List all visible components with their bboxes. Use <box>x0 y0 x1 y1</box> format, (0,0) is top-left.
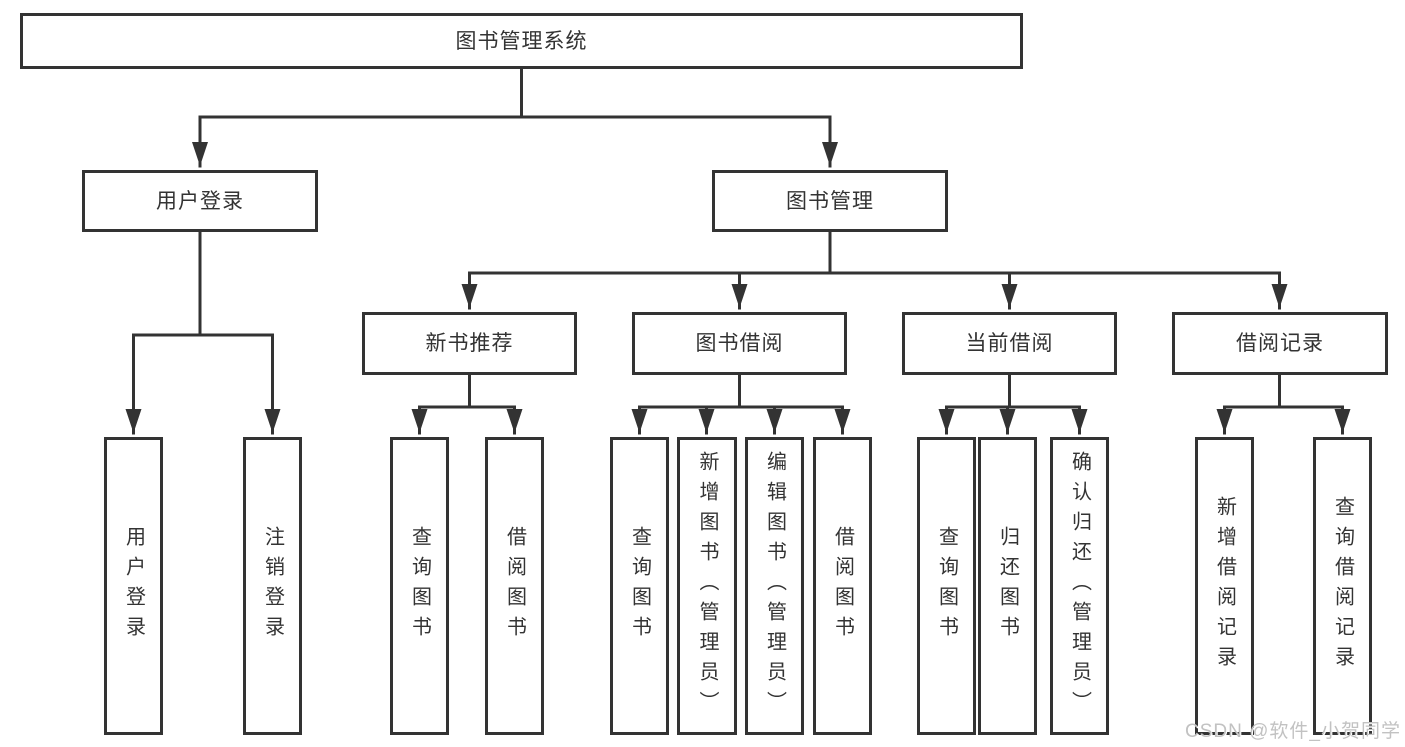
leaf-edit-books-admin: 编辑图书（管理员） <box>745 437 804 735</box>
node-book-management: 图书管理 <box>712 170 948 232</box>
node-borrowing-records: 借阅记录 <box>1172 312 1388 375</box>
leaf-query-books-borrowing: 查询图书 <box>610 437 669 735</box>
leaf-confirm-return-admin: 确认归还（管理员） <box>1050 437 1109 735</box>
leaf-query-books-recommend: 查询图书 <box>390 437 449 735</box>
leaf-user-login: 用户登录 <box>104 437 163 735</box>
node-root-library-management-system: 图书管理系统 <box>20 13 1023 69</box>
node-book-borrowing: 图书借阅 <box>632 312 847 375</box>
leaf-add-books-admin: 新增图书（管理员） <box>677 437 737 735</box>
leaf-logout: 注销登录 <box>243 437 302 735</box>
leaf-borrow-books-recommend: 借阅图书 <box>485 437 544 735</box>
csdn-watermark: CSDN @软件_小贺同学 <box>1185 721 1401 742</box>
leaf-query-borrow-record: 查询借阅记录 <box>1313 437 1372 735</box>
node-current-borrowing: 当前借阅 <box>902 312 1117 375</box>
leaf-add-borrow-record: 新增借阅记录 <box>1195 437 1254 735</box>
node-user-login: 用户登录 <box>82 170 318 232</box>
leaf-borrow-books: 借阅图书 <box>813 437 872 735</box>
leaf-return-books: 归还图书 <box>978 437 1037 735</box>
leaf-query-books-current: 查询图书 <box>917 437 976 735</box>
node-new-book-recommendation: 新书推荐 <box>362 312 577 375</box>
